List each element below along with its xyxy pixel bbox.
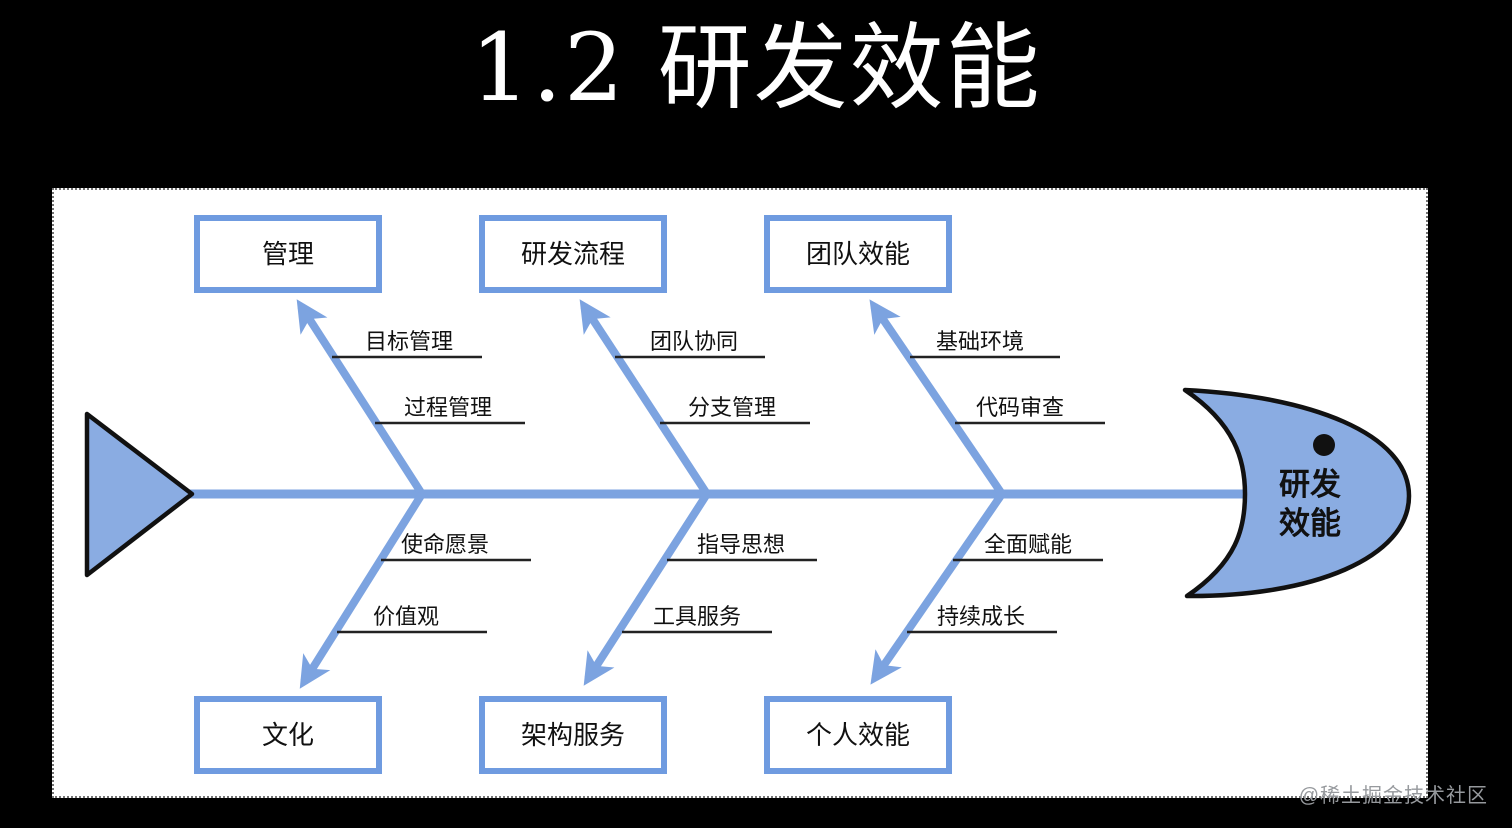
sub-cause-label: 过程管理: [404, 395, 492, 420]
branch-arrow-management: [296, 299, 426, 497]
sub-cause-goal-management: 目标管理: [332, 329, 482, 359]
sub-cause-code-review: 代码审查: [955, 395, 1105, 425]
sub-cause-label: 基础环境: [936, 329, 1024, 354]
category-label: 研发流程: [521, 239, 625, 269]
sub-cause-label: 团队协同: [650, 329, 738, 354]
category-box: [479, 215, 667, 293]
category-team-efficiency: 团队效能: [764, 215, 952, 293]
category-label: 管理: [262, 239, 314, 269]
sub-cause-label: 代码审查: [976, 395, 1064, 420]
sub-cause-label: 分支管理: [688, 395, 776, 420]
sub-cause-label: 目标管理: [365, 329, 453, 354]
sub-cause-label: 持续成长: [937, 604, 1025, 629]
sub-cause-label: 工具服务: [653, 604, 741, 629]
fish-tail: [84, 411, 195, 578]
category-label: 团队效能: [806, 239, 910, 269]
sub-cause-label: 全面赋能: [984, 532, 1072, 557]
fish-head: [1182, 387, 1412, 599]
page-title: 1.2 研发效能: [470, 14, 1042, 123]
sub-cause-basic-environment: 基础环境: [910, 329, 1060, 359]
category-box: [194, 215, 382, 293]
category-box: [764, 696, 952, 774]
category-management: 管理: [194, 215, 382, 293]
category-box: [194, 696, 382, 774]
sub-cause-continuous-growth: 持续成长: [907, 604, 1057, 634]
branch-arrow-personal-efficiency: [870, 491, 1006, 685]
category-culture: 文化: [194, 696, 382, 774]
sub-cause-values: 价值观: [337, 604, 487, 634]
sub-cause-full-empowerment: 全面赋能: [953, 532, 1103, 562]
sub-cause-process-management: 过程管理: [375, 395, 525, 425]
branch-arrow-architecture-services: [583, 491, 711, 686]
category-personal-efficiency: 个人效能: [764, 696, 952, 774]
sub-cause-team-collaboration: 团队协同: [615, 329, 765, 359]
category-architecture-services: 架构服务: [479, 696, 667, 774]
category-box: [479, 696, 667, 774]
branch-arrow-rd-process: [579, 299, 711, 497]
sub-cause-guiding-ideology: 指导思想: [667, 532, 817, 562]
sub-cause-branch-management: 分支管理: [660, 395, 810, 425]
category-label: 架构服务: [521, 720, 625, 750]
fishbone-diagram: 研发 效能 管理 研发流程 团队效能 文化 架构服务: [84, 215, 1412, 774]
sub-cause-tool-services: 工具服务: [622, 604, 772, 634]
fish-head-label-line2: 效能: [1279, 506, 1341, 541]
watermark: @稀土掘金技术社区: [1298, 785, 1488, 807]
sub-cause-label: 指导思想: [697, 532, 785, 557]
sub-cause-label: 使命愿景: [401, 532, 489, 557]
category-box: [764, 215, 952, 293]
sub-cause-mission-vision: 使命愿景: [381, 532, 531, 562]
sub-cause-label: 价值观: [373, 604, 439, 629]
diagram-panel: 研发 效能 管理 研发流程 团队效能 文化 架构服务: [52, 188, 1428, 798]
branch-arrow-culture: [299, 491, 426, 689]
category-label: 个人效能: [806, 720, 910, 750]
fish-head-label-line1: 研发: [1279, 467, 1341, 502]
category-rd-process: 研发流程: [479, 215, 667, 293]
fish-eye-dot: [1313, 434, 1335, 456]
branch-arrow-team-efficiency: [869, 299, 1006, 497]
category-label: 文化: [262, 720, 314, 750]
